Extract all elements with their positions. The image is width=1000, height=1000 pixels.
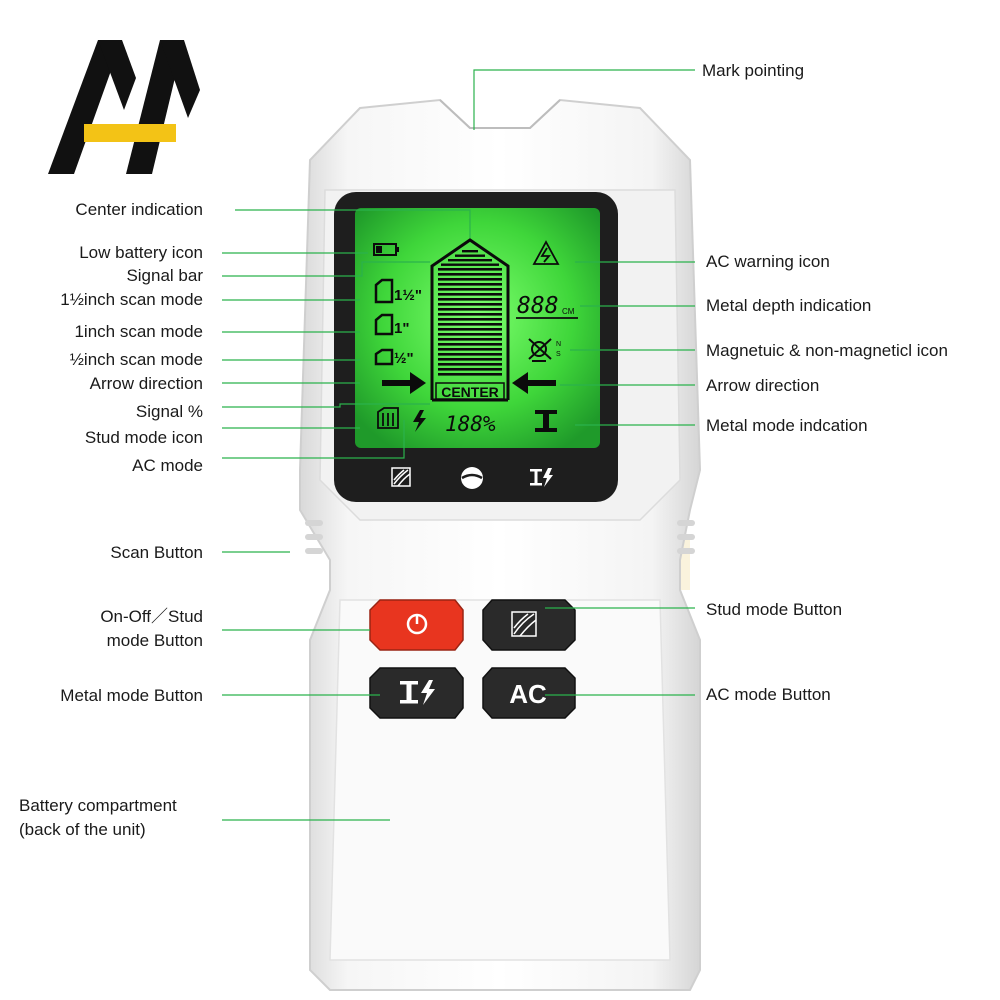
label-mark-pointing: Mark pointing: [702, 61, 805, 80]
signal-segment: [438, 358, 502, 361]
mode-1-text: 1": [394, 320, 409, 337]
label-stud-button: Stud mode Button: [706, 600, 843, 619]
metal-mode-icon: [535, 410, 557, 432]
ac-lightning-icon: [413, 410, 426, 432]
stud-mode-button[interactable]: [482, 599, 576, 651]
signal-segment: [455, 254, 485, 257]
label-battery-2: (back of the unit): [19, 820, 146, 839]
arrow-left-icon: [512, 372, 556, 394]
signal-segment: [438, 313, 502, 316]
label-metal-button: Metal mode Button: [60, 686, 203, 705]
label-stud-icon: Stud mode icon: [84, 428, 203, 447]
signal-segment: [438, 343, 502, 346]
signal-segment: [438, 338, 502, 341]
signal-segment: [438, 298, 502, 301]
center-text: CENTER: [441, 384, 499, 400]
label-scan-button: Scan Button: [110, 543, 203, 562]
label-low-battery: Low battery icon: [79, 243, 203, 262]
label-metal-mode: Metal mode indcation: [706, 416, 868, 435]
signal-segment: [462, 250, 478, 253]
label-ac-mode: AC mode: [132, 456, 203, 475]
signal-segment: [438, 293, 502, 296]
signal-percent: 188%: [445, 412, 496, 436]
mode-05-text: ½": [394, 350, 414, 367]
signal-bar: [430, 238, 510, 402]
signal-segment: [438, 368, 502, 371]
signal-segment: [448, 259, 492, 262]
signal-segment: [438, 333, 502, 336]
signal-segment: [438, 318, 502, 321]
signal-segment: [438, 323, 502, 326]
ac-mode-button[interactable]: AC: [482, 667, 576, 719]
signal-bar-segments: [438, 250, 502, 376]
signal-segment: [438, 348, 502, 351]
label-signal-percent: Signal %: [135, 402, 203, 421]
label-arrow-right: Arrow direction: [706, 376, 820, 395]
magnetic-icon: [528, 338, 552, 362]
center-indicator-icon: [461, 467, 483, 489]
scan-mode-05-icon: [374, 348, 394, 366]
mode-15-text: 1½": [394, 287, 422, 304]
magnetic-s: S: [556, 351, 561, 358]
label-metal-depth: Metal depth indication: [706, 296, 872, 315]
label-scan-15: 1½inch scan mode: [60, 290, 203, 309]
ac-warning-icon: [532, 240, 560, 265]
metal-ac-indicator-icon: [530, 468, 553, 487]
signal-segment: [438, 273, 502, 276]
leader-lines: [222, 69, 695, 821]
metal-mode-button[interactable]: [369, 667, 464, 719]
signal-segment: [438, 373, 502, 376]
signal-segment: [438, 303, 502, 306]
signal-segment: [441, 263, 499, 266]
label-ac-warning: AC warning icon: [706, 252, 830, 271]
signal-segment: [438, 268, 502, 271]
label-center-indication: Center indication: [75, 200, 203, 219]
label-magnetic: Magnetuic & non-magneticl icon: [706, 341, 948, 360]
scan-mode-15-icon: [374, 278, 394, 304]
label-scan-05: ½inch scan mode: [69, 350, 203, 369]
signal-segment: [438, 308, 502, 311]
signal-segment: [438, 288, 502, 291]
label-onoff-2: mode Button: [106, 631, 203, 650]
label-battery-1: Battery compartment: [19, 796, 177, 815]
signal-segment: [438, 328, 502, 331]
label-signal-bar: Signal bar: [126, 266, 203, 285]
stud-mode-icon: [377, 407, 399, 429]
power-button[interactable]: [369, 599, 464, 651]
depth-digits: 888: [517, 293, 559, 319]
scan-mode-1-icon: [374, 313, 394, 336]
battery-icon: [373, 243, 399, 256]
depth-unit: CM: [562, 307, 575, 316]
brand-logo: [48, 40, 200, 174]
signal-segment: [438, 353, 502, 356]
arrow-right-icon: [382, 372, 426, 394]
lcd-content: [373, 238, 578, 432]
label-arrow-left: Arrow direction: [89, 374, 203, 393]
signal-segment: [438, 363, 502, 366]
signal-segment: [438, 278, 502, 281]
magnetic-n: N: [556, 341, 561, 348]
signal-segment: [438, 283, 502, 286]
lcd-texts: 1½" 1" ½" CENTER 888 CM N S 188%: [394, 287, 575, 436]
label-onoff-1: On-Off／Stud: [100, 607, 203, 626]
stud-indicator-icon: [391, 467, 411, 487]
label-scan-1: 1inch scan mode: [74, 322, 203, 341]
ac-button-label: AC: [509, 679, 547, 709]
label-ac-button: AC mode Button: [706, 685, 831, 704]
